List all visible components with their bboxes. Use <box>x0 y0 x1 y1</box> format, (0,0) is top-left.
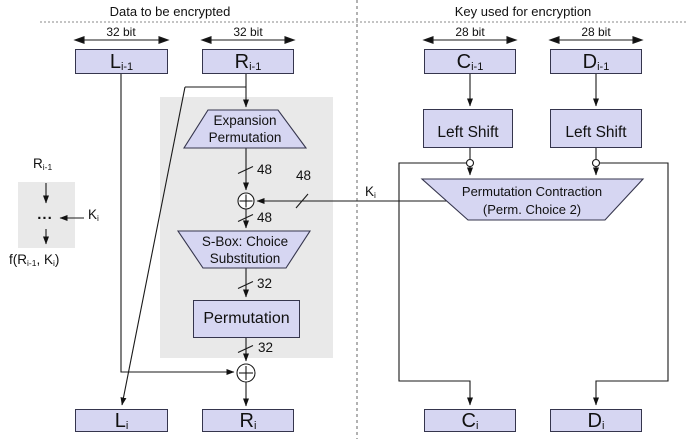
legend-output-label: f(Ri-1, Ki) <box>9 252 60 268</box>
wire-C-feedback <box>398 162 473 406</box>
expansion-permutation-label: Expansion Permutation <box>208 113 282 145</box>
round-key-label: Ki <box>365 184 376 200</box>
width-key-input: 48 <box>296 168 312 183</box>
header-key: Key used for encryption <box>454 4 592 19</box>
header-data: Data to be encrypted <box>109 4 231 19</box>
bitwidth-label-D: 28 bit <box>581 25 611 39</box>
sbox-label: S-Box: Choice Substitution <box>201 234 289 266</box>
legend-input-label: Ri-1 <box>33 156 53 172</box>
wire-D-feedback <box>593 162 669 406</box>
wire-L-to-xor2 <box>120 74 235 375</box>
legend-dots: ... <box>37 206 53 223</box>
sbox-shape <box>176 230 312 269</box>
permutation-box: Permutation <box>193 300 300 338</box>
xor1-icon <box>237 192 255 210</box>
legend-key-label: Ki <box>88 207 99 223</box>
bit-width-arrows <box>73 36 644 44</box>
expansion-permutation-shape <box>183 109 308 149</box>
permutation-contraction-label: Permutation Contraction (Perm. Choice 2) <box>461 184 603 217</box>
branch-dot-d <box>591 158 601 168</box>
width-after-permutation: 32 <box>258 340 274 355</box>
xor2-icon <box>236 363 256 383</box>
branch-dot-c <box>465 158 475 168</box>
bus-slash-ticks <box>237 166 309 353</box>
width-after-sbox: 32 <box>257 276 273 291</box>
permutation-contraction-shape <box>420 178 645 221</box>
width-after-expansion: 48 <box>257 162 273 177</box>
wire-R-to-Li-diagonal <box>120 86 186 406</box>
bitwidth-label-L: 32 bit <box>106 25 136 39</box>
bitwidth-label-R: 32 bit <box>233 25 263 39</box>
bitwidth-label-C: 28 bit <box>455 25 485 39</box>
width-after-xor: 48 <box>257 210 273 225</box>
left-shift-box-1: Left Shift <box>423 109 513 148</box>
left-shift-box-2: Left Shift <box>550 109 642 148</box>
